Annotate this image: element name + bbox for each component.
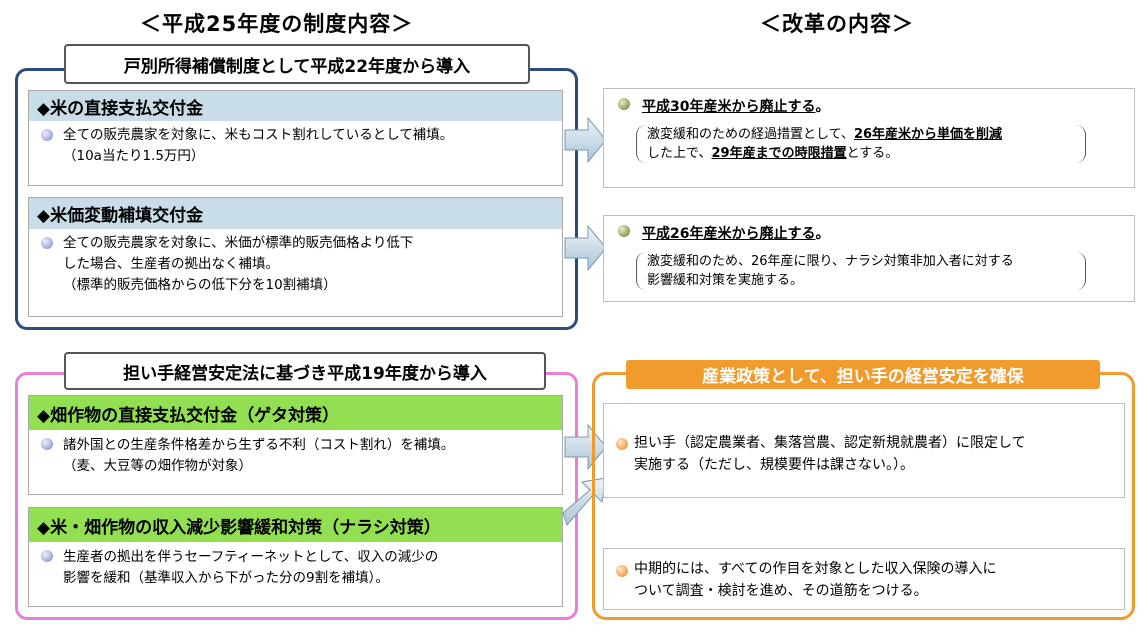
orange-line: ついて調査・検討を進め、その道筋をつける。 — [634, 583, 928, 599]
note-emphasis: 26年産米から単価を削減 — [853, 127, 1003, 142]
body-line: 諸外国との生産条件格差から生ずる不利（コスト割れ）を補填。 — [63, 437, 455, 453]
body-line: 影響を緩和（基準収入から下がった分の9割を補填）。 — [63, 570, 389, 586]
body-line: （標準的販売価格からの低下分を10割補填） — [63, 277, 337, 293]
reform-box-price-fluctuation: 平成26年産米から廃止する。 激変緩和のため、26年産に限り、ナラシ対策非加入者… — [603, 215, 1135, 302]
orange-box-2: 中期的には、すべての作目を対象とした収入保険の導入に ついて調査・検討を進め、そ… — [603, 548, 1125, 610]
blue-group-tag-text: 戸別所得補償制度として平成22年度から導入 — [123, 56, 471, 77]
bullet-icon — [41, 550, 53, 562]
reform-note: 激変緩和のため、26年産に限り、ナラシ対策非加入者に対する 影響緩和対策を実施す… — [636, 252, 1086, 290]
section-upland-crop-payment: ◆畑作物の直接支払交付金（ゲタ対策） 諸外国との生産条件格差から生ずる不利（コス… — [28, 395, 563, 495]
reform-heading-end: 。 — [815, 226, 830, 242]
section-rice-direct-payment: ◆米の直接支払交付金 全ての販売農家を対象に、米もコスト割れしているとして補填。… — [28, 90, 563, 186]
note-line: 激変緩和のための経過措置として、26年産米から単価を削減 — [647, 125, 1075, 144]
note-text: 激変緩和のための経過措置として、 — [647, 127, 854, 142]
reform-note: 激変緩和のための経過措置として、26年産米から単価を削減 した上で、29年産まで… — [636, 125, 1086, 163]
note-text: とする。 — [846, 146, 899, 161]
reform-heading-end: 。 — [815, 99, 830, 115]
bullet-icon — [618, 225, 630, 237]
orange-line: 中期的には、すべての作目を対象とした収入保険の導入に — [634, 561, 997, 577]
body-line: 生産者の拠出を伴うセーフティーネットとして、収入の減少の — [63, 549, 439, 565]
arrow-icon — [564, 116, 607, 164]
section-title-text: ◆米の直接支払交付金 — [37, 98, 204, 119]
bullet-icon — [618, 98, 630, 110]
orange-line: 実施する（ただし、規模要件は課さない。）。 — [634, 457, 914, 473]
note-text: した上で、 — [647, 146, 712, 161]
reform-heading-text: 平成30年産米から廃止する — [642, 99, 816, 115]
orange-group-tag: 産業政策として、担い手の経営安定を確保 — [626, 360, 1100, 389]
pink-group-tag-text: 担い手経営安定法に基づき平成19年度から導入 — [123, 363, 487, 384]
section-rice-price-fluctuation: ◆米価変動補填交付金 全ての販売農家を対象に、米価が標準的販売価格より低下 した… — [28, 197, 563, 317]
arrow-icon — [564, 423, 607, 471]
section-title: ◆米・畑作物の収入減少影響緩和対策（ナラシ対策） — [29, 508, 562, 542]
orange-box-1: 担い手（認定農業者、集落営農、認定新規就農者）に限定して 実施する（ただし、規模… — [603, 403, 1125, 498]
reform-box-rice-direct: 平成30年産米から廃止する。 激変緩和のための経過措置として、26年産米から単価… — [603, 88, 1135, 188]
section-title: ◆畑作物の直接支払交付金（ゲタ対策） — [29, 396, 562, 430]
section-title: ◆米の直接支払交付金 — [29, 91, 562, 121]
orange-line: 担い手（認定農業者、集落営農、認定新規就農者）に限定して — [634, 435, 1026, 451]
body-line: （麦、大豆等の畑作物が対象） — [63, 458, 252, 474]
note-emphasis: 29年産までの時限措置 — [711, 146, 847, 161]
orange-text: 中期的には、すべての作目を対象とした収入保険の導入に ついて調査・検討を進め、そ… — [634, 558, 996, 602]
section-title: ◆米価変動補填交付金 — [29, 198, 562, 229]
orange-group-tag-text: 産業政策として、担い手の経営安定を確保 — [702, 367, 1024, 387]
section-title-text: ◆米・畑作物の収入減少影響緩和対策（ナラシ対策） — [37, 517, 441, 538]
note-line: 激変緩和のため、26年産に限り、ナラシ対策非加入者に対する — [647, 254, 1014, 269]
blue-group-tag: 戸別所得補償制度として平成22年度から導入 — [64, 44, 530, 84]
section-title-text: ◆米価変動補填交付金 — [37, 206, 204, 226]
pink-group-tag: 担い手経営安定法に基づき平成19年度から導入 — [64, 352, 546, 390]
note-line: 影響緩和対策を実施する。 — [647, 273, 804, 288]
bullet-icon — [41, 237, 53, 249]
right-header: ＜改革の内容＞ — [760, 12, 914, 36]
bullet-icon — [41, 438, 53, 450]
reform-heading-text: 平成26年産米から廃止する — [642, 226, 816, 242]
reform-heading: 平成26年産米から廃止する。 — [642, 223, 829, 243]
section-title-text: ◆畑作物の直接支払交付金（ゲタ対策） — [37, 405, 340, 426]
body-line: した場合、生産者の拠出なく補填。 — [63, 256, 279, 272]
orange-text: 担い手（認定農業者、集落営農、認定新規就農者）に限定して 実施する（ただし、規模… — [634, 432, 1026, 476]
reform-heading: 平成30年産米から廃止する。 — [642, 96, 829, 116]
section-income-mitigation: ◆米・畑作物の収入減少影響緩和対策（ナラシ対策） 生産者の拠出を伴うセーフティー… — [28, 507, 563, 607]
bullet-icon — [41, 129, 53, 141]
body-line: 全ての販売農家を対象に、米価が標準的販売価格より低下 — [63, 235, 414, 251]
bullet-icon — [616, 565, 628, 577]
body-line: （10a当たり1.5万円） — [63, 148, 205, 164]
bullet-icon — [616, 438, 628, 450]
body-line: 全ての販売農家を対象に、米もコスト割れしているとして補填。 — [63, 127, 454, 143]
note-line: した上で、29年産までの時限措置とする。 — [647, 144, 1075, 163]
arrow-icon — [564, 224, 607, 272]
left-header: ＜平成25年度の制度内容＞ — [140, 12, 414, 36]
